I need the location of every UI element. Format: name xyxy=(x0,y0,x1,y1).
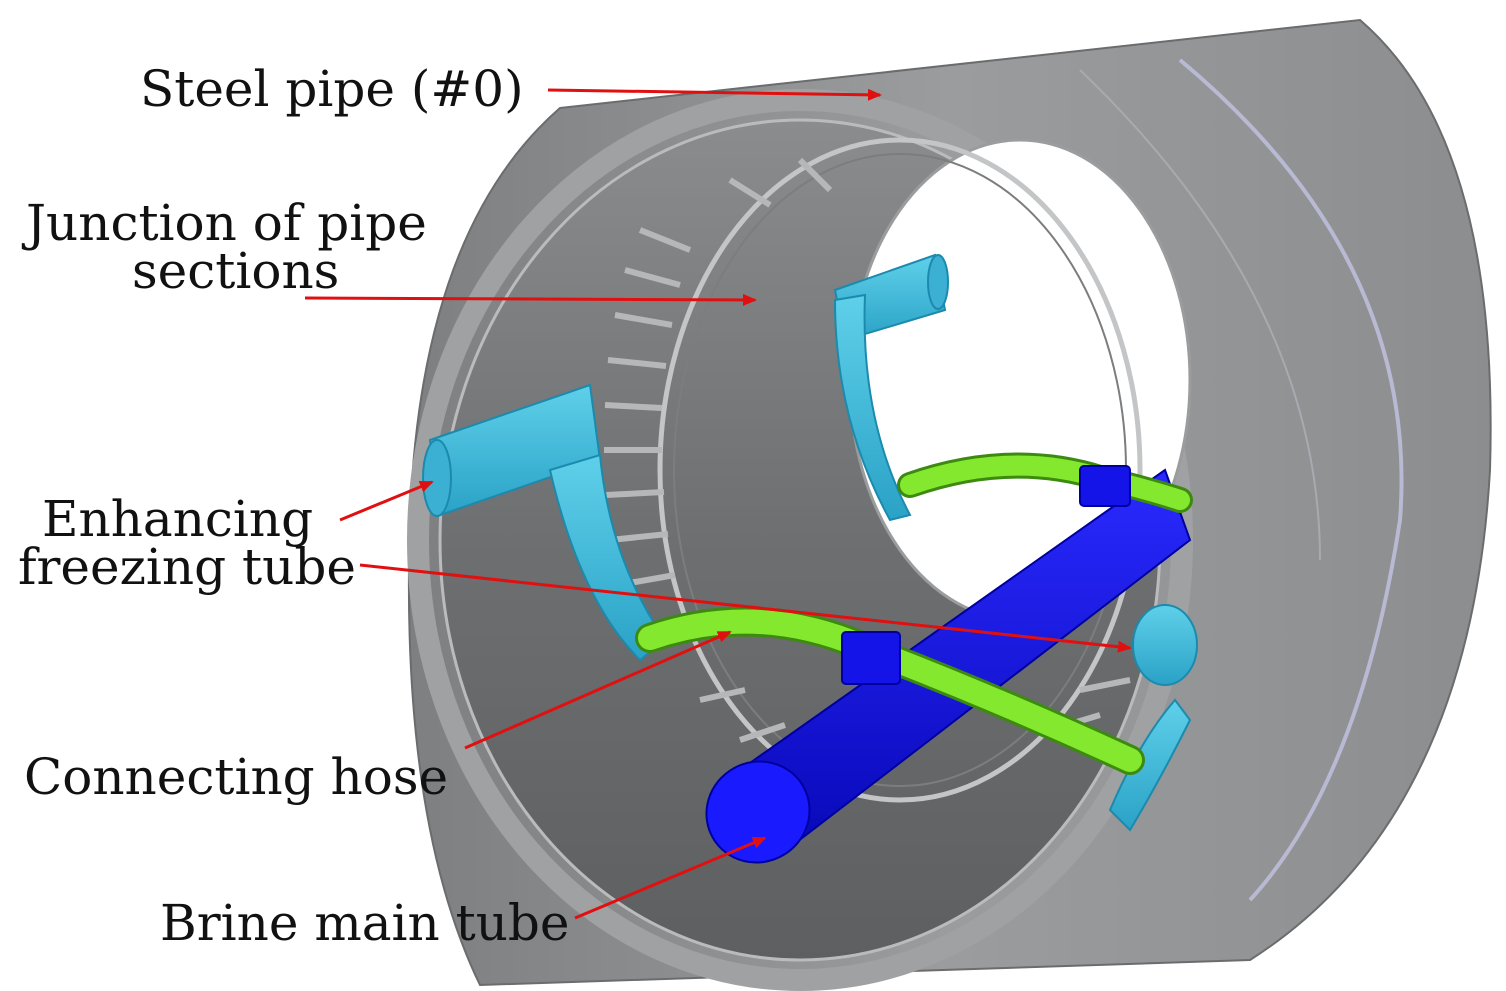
label-enhancing-line1: Enhancing xyxy=(42,490,314,548)
label-brine-main-tube: Brine main tube xyxy=(160,894,570,952)
enhancing-freezing-tube-left xyxy=(422,383,667,662)
arrow-steel-pipe xyxy=(547,88,882,101)
arrow-brine-tube xyxy=(574,836,767,920)
enhancing-freezing-tube-upper xyxy=(833,253,949,522)
hose-coupler-lower xyxy=(841,631,901,685)
label-connecting-hose: Connecting hose xyxy=(24,748,449,806)
arrow-enhancing-right xyxy=(359,563,1132,653)
arrow-junction xyxy=(304,293,757,306)
label-junction-line2: sections xyxy=(132,242,340,300)
label-steel-pipe: Steel pipe (#0) xyxy=(140,60,524,118)
hose-coupler-upper xyxy=(1079,465,1131,507)
brine-main-tube xyxy=(705,468,1192,864)
pipe-junction-ring xyxy=(657,137,1143,803)
enhancing-freezing-tube-lower xyxy=(1108,604,1198,832)
arrow-enhancing-left xyxy=(339,480,434,522)
label-junction-line1: Junction of pipe xyxy=(26,194,427,252)
arrow-connecting-hose xyxy=(464,630,732,750)
label-enhancing-line2: freezing tube xyxy=(18,538,356,596)
pipe-seam xyxy=(1079,69,1321,561)
pipe-seam xyxy=(1178,58,1404,902)
